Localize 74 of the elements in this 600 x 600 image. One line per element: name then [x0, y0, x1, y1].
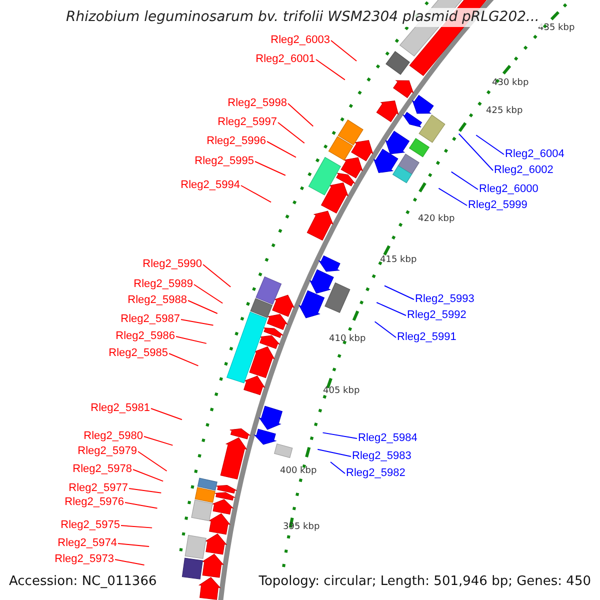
scale-label: 415 kbp	[380, 255, 417, 266]
leader-line	[278, 122, 305, 144]
gene-label: Rleg2_5976	[64, 496, 124, 509]
leader-line	[128, 488, 162, 494]
scale-label: 410 kbp	[329, 334, 366, 345]
scale-label: 430 kbp	[492, 78, 529, 89]
leader-line	[180, 319, 214, 326]
leader-line	[384, 285, 414, 300]
gene-label: Rleg2_5980	[84, 430, 143, 443]
gene-label: Rleg2_6000	[479, 183, 538, 196]
gene-label: Rleg2_5974	[58, 537, 117, 550]
gene-label: Rleg2_5996	[206, 135, 266, 148]
scale-label: 405 kbp	[323, 386, 360, 397]
gene-label: Rleg2_5977	[68, 482, 128, 495]
leader-line	[288, 103, 314, 127]
leader-line	[254, 161, 286, 176]
gene-label: Rleg2_5978	[72, 463, 132, 476]
leader-line	[322, 432, 358, 439]
gene-label: Rleg2_5986	[116, 330, 175, 343]
gene-label: Rleg2_6003	[270, 34, 330, 47]
gene-label: Rleg2_5992	[407, 309, 466, 322]
leader-line	[240, 185, 272, 203]
leader-line	[458, 133, 494, 171]
leader-line	[438, 188, 468, 206]
leader-line	[374, 321, 396, 338]
gene-label: Rleg2_5988	[128, 294, 187, 307]
gene-label: Rleg2_5979	[78, 445, 137, 458]
gene-label: Rleg2_5999	[468, 199, 528, 212]
scale-label: 425 kbp	[486, 106, 523, 117]
leader-line	[194, 284, 224, 304]
leader-line	[330, 461, 346, 474]
gene-label: Rleg2_5982	[346, 467, 406, 480]
leader-line	[150, 408, 182, 420]
gene-label: Rleg2_5993	[415, 293, 474, 306]
leader-line	[118, 543, 150, 547]
gene-label: Rleg2_5991	[397, 331, 456, 344]
scale-label: 420 kbp	[418, 214, 455, 225]
gene-label: Rleg2_5975	[60, 519, 120, 532]
gene-label: Rleg2_5983	[352, 450, 412, 463]
leader-line	[317, 448, 352, 457]
gene-label: Rleg2_6004	[505, 148, 564, 161]
leader-line	[132, 469, 164, 482]
scale-label: 395 kbp	[283, 522, 320, 533]
leader-line	[266, 141, 296, 158]
gene-label: Rleg2_5981	[90, 402, 150, 415]
scale-label: 400 kbp	[280, 466, 317, 477]
leader-line	[202, 264, 232, 288]
gene-label: Rleg2_5998	[228, 97, 287, 110]
leader-line	[114, 559, 145, 566]
leader-line	[316, 59, 346, 80]
leader-line	[176, 336, 207, 344]
gene-label: Rleg2_5985	[108, 347, 168, 360]
leader-line	[138, 451, 168, 472]
leader-line	[144, 436, 174, 446]
leader-line	[476, 134, 504, 155]
gene-label: Rleg2_5995	[194, 155, 254, 168]
gene-label: Rleg2_5990	[142, 258, 202, 271]
gene-label: Rleg2_6001	[256, 53, 315, 66]
leader-line	[124, 502, 158, 509]
gene-label: Rleg2_5973	[54, 553, 114, 566]
info-text: Topology: circular; Length: 501,946 bp; Genes: 450	[258, 574, 591, 589]
gene-label: Rleg2_5989	[134, 278, 193, 291]
leader-line	[188, 300, 218, 314]
gene-label: Rleg2_5984	[358, 432, 418, 445]
leader-line	[120, 525, 153, 528]
leader-line	[450, 171, 478, 190]
gene-label: Rleg2_5994	[180, 179, 240, 192]
leader-line	[168, 353, 199, 366]
gene-label: Rleg2_5997	[218, 116, 277, 129]
leader-line	[330, 40, 358, 62]
gene-label: Rleg2_5987	[120, 313, 180, 326]
leader-line	[376, 302, 406, 316]
info-text: Accession: NC_011366	[9, 574, 157, 589]
gene-label: Rleg2_6002	[494, 164, 554, 177]
